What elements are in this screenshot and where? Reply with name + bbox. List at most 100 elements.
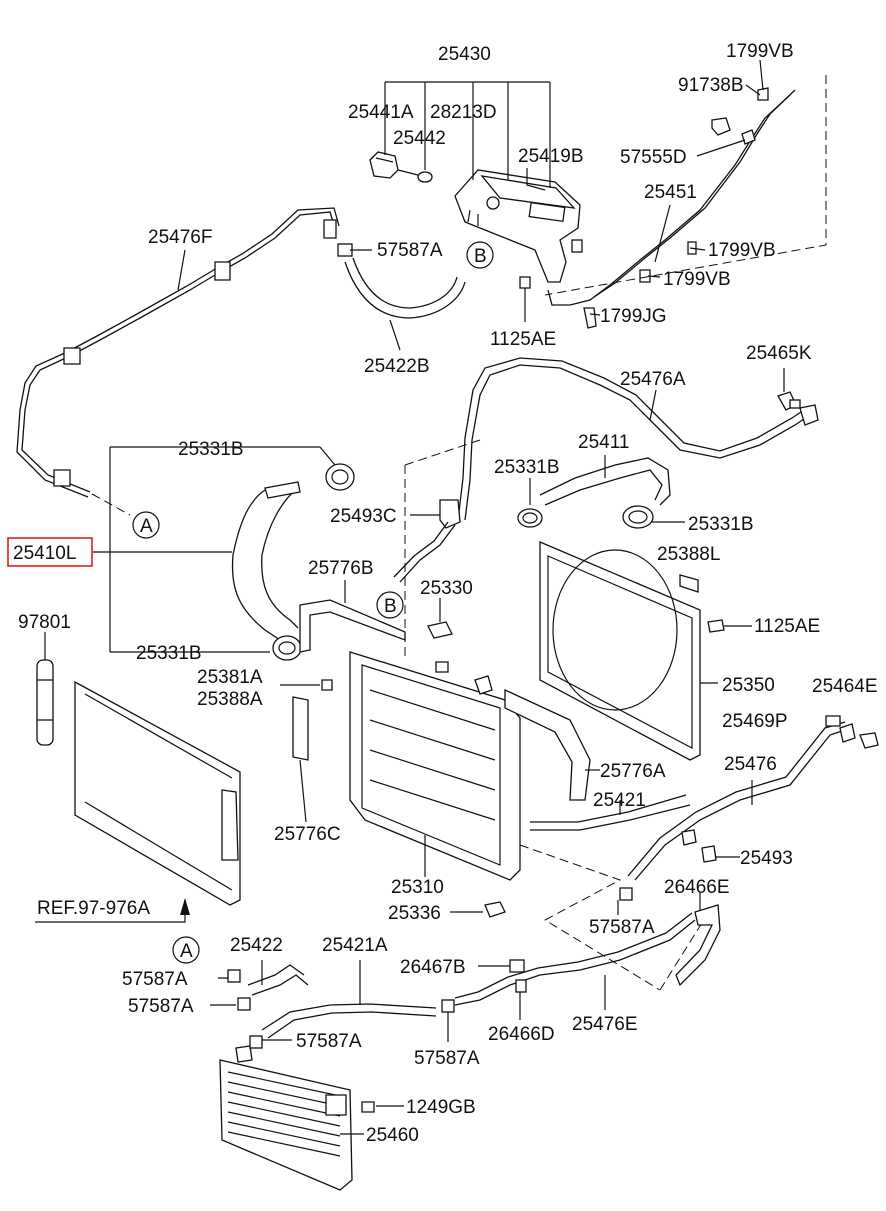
label-1799VB-top: 1799VB [726, 41, 794, 62]
radiator-25310[interactable] [349, 651, 521, 881]
label-57587A-mid: 57587A [589, 917, 655, 938]
overflow-hose-25451[interactable] [547, 89, 796, 306]
reservoir-tank-25430[interactable] [454, 169, 583, 283]
drain-plug-25336[interactable] [484, 901, 506, 918]
label-97801: 97801 [18, 612, 71, 633]
hose-25422[interactable] [247, 964, 309, 996]
part-labels: 25430 1799VB 91738B 25441A 28213D 25442 … [13, 41, 878, 1146]
label-25419B: 25419B [518, 146, 584, 167]
fitting-26466D[interactable] [515, 979, 527, 993]
oil-cooler-pipe-25476E[interactable] [454, 912, 696, 1006]
heater-pipe-25476A[interactable] [457, 357, 819, 521]
label-25388A: 25388A [197, 689, 263, 710]
label-25465K: 25465K [746, 343, 812, 364]
air-guide-25776B[interactable] [299, 599, 406, 653]
label-28213D: 28213D [430, 102, 497, 123]
hose-clamp-57555D[interactable] [741, 129, 756, 145]
hose-25421[interactable] [530, 794, 691, 831]
callout-B-mid[interactable] [376, 591, 404, 619]
hose-clamp-25331B-bottom[interactable] [272, 635, 302, 661]
reservoir-cap-25441A[interactable] [369, 151, 399, 179]
label-1799VB-mid2: 1799VB [663, 269, 731, 290]
label-25336: 25336 [388, 903, 441, 924]
label-1125AE-top: 1125AE [490, 329, 556, 350]
label-26466D: 26466D [488, 1024, 555, 1045]
label-25422: 25422 [230, 935, 283, 956]
heater-pipe-25476F[interactable] [16, 207, 340, 498]
label-25421: 25421 [593, 790, 646, 811]
air-guide-25776A[interactable] [504, 688, 591, 801]
label-25411: 25411 [578, 432, 629, 453]
label-25331B-a: 25331B [178, 439, 244, 460]
fan-shroud-25350[interactable] [539, 541, 701, 761]
label-25381A: 25381A [197, 667, 263, 688]
callout-B-mid-text: B [384, 596, 397, 617]
fitting-25465K[interactable] [777, 391, 801, 411]
oil-cooler-25460[interactable] [219, 1045, 353, 1191]
callout-A-bottom[interactable] [172, 936, 200, 964]
upper-radiator-hose-25411[interactable] [539, 457, 671, 506]
label-1125AE-right: 1125AE [754, 616, 820, 637]
bolt-1125AE-right[interactable] [707, 619, 725, 633]
air-guide-25776C[interactable] [292, 696, 309, 761]
condenser-ref-97-976A[interactable] [74, 680, 241, 906]
label-57587A-top: 57587A [377, 240, 443, 261]
bolt-1125AE-top[interactable] [519, 276, 531, 300]
label-25493: 25493 [740, 848, 793, 869]
oil-cooler-pipe-25476[interactable] [627, 721, 846, 881]
label-25776A: 25776A [600, 761, 666, 782]
hose-clip-91738B[interactable] [711, 117, 731, 136]
callout-B-top-text: B [474, 246, 487, 267]
callout-B-top[interactable] [466, 241, 494, 269]
label-25388L[interactable] [679, 574, 699, 593]
callout-A-left[interactable] [132, 511, 160, 539]
label-57587A-b2: 57587A [128, 996, 194, 1017]
label-25310: 25310 [391, 877, 444, 898]
hose-clamp-1799JG[interactable] [583, 307, 597, 329]
label-25441A: 25441A [348, 102, 414, 123]
label-25350: 25350 [722, 675, 775, 696]
callout-A-left-text: A [140, 516, 153, 537]
label-1249GB: 1249GB [406, 1097, 476, 1118]
label-25476: 25476 [724, 754, 777, 775]
label-25476A: 25476A [620, 369, 686, 390]
hose-clamp-57587A-mid[interactable] [619, 887, 633, 901]
bolt-1249GB[interactable] [361, 1101, 375, 1113]
label-25469P: 25469P [722, 711, 788, 732]
cap-25330[interactable] [427, 621, 453, 639]
hose-clamp-1799VB-top[interactable] [757, 87, 769, 101]
hose-clamp-25331B-upper-right[interactable] [622, 505, 654, 529]
label-25421A: 25421A [322, 935, 388, 956]
label-25430: 25430 [438, 44, 491, 65]
label-25451: 25451 [644, 182, 697, 203]
label-25410L[interactable]: 25410L [13, 543, 76, 564]
fitting-26467B[interactable] [509, 959, 525, 973]
label-1799VB-mid1: 1799VB [708, 240, 776, 261]
label-25493C: 25493C [330, 506, 397, 527]
label-57587A-b3: 57587A [296, 1031, 362, 1052]
hose-clamp-25331B-upper-left[interactable] [517, 508, 543, 528]
label-25776C: 25776C [274, 824, 341, 845]
label-25442: 25442 [393, 128, 446, 149]
label-25776B: 25776B [308, 558, 374, 579]
reservoir-o-ring-25442[interactable] [417, 171, 433, 183]
bracket-25493C[interactable] [439, 499, 461, 529]
drier-97801[interactable] [36, 659, 54, 746]
label-1799JG: 1799JG [600, 306, 667, 327]
radiator-hose-25410L[interactable] [231, 481, 301, 641]
hose-clamps-57587A-lower[interactable] [227, 969, 455, 1049]
hose-25421A[interactable] [261, 1003, 437, 1039]
hose-clamp-25331B-top[interactable] [325, 463, 355, 491]
label-ref-97-976A: REF.97-976A [37, 898, 150, 919]
label-25331B-b: 25331B [494, 457, 560, 478]
fitting-25469P[interactable] [825, 715, 841, 727]
fitting-25464E[interactable] [839, 723, 879, 749]
label-25476F: 25476F [148, 227, 212, 248]
label-26466E: 26466E [664, 877, 730, 898]
bracket-26466E[interactable] [675, 904, 721, 987]
label-57587A-b4: 57587A [414, 1048, 480, 1069]
bracket-25493[interactable] [701, 845, 717, 863]
bolt-25381A[interactable] [321, 679, 333, 691]
